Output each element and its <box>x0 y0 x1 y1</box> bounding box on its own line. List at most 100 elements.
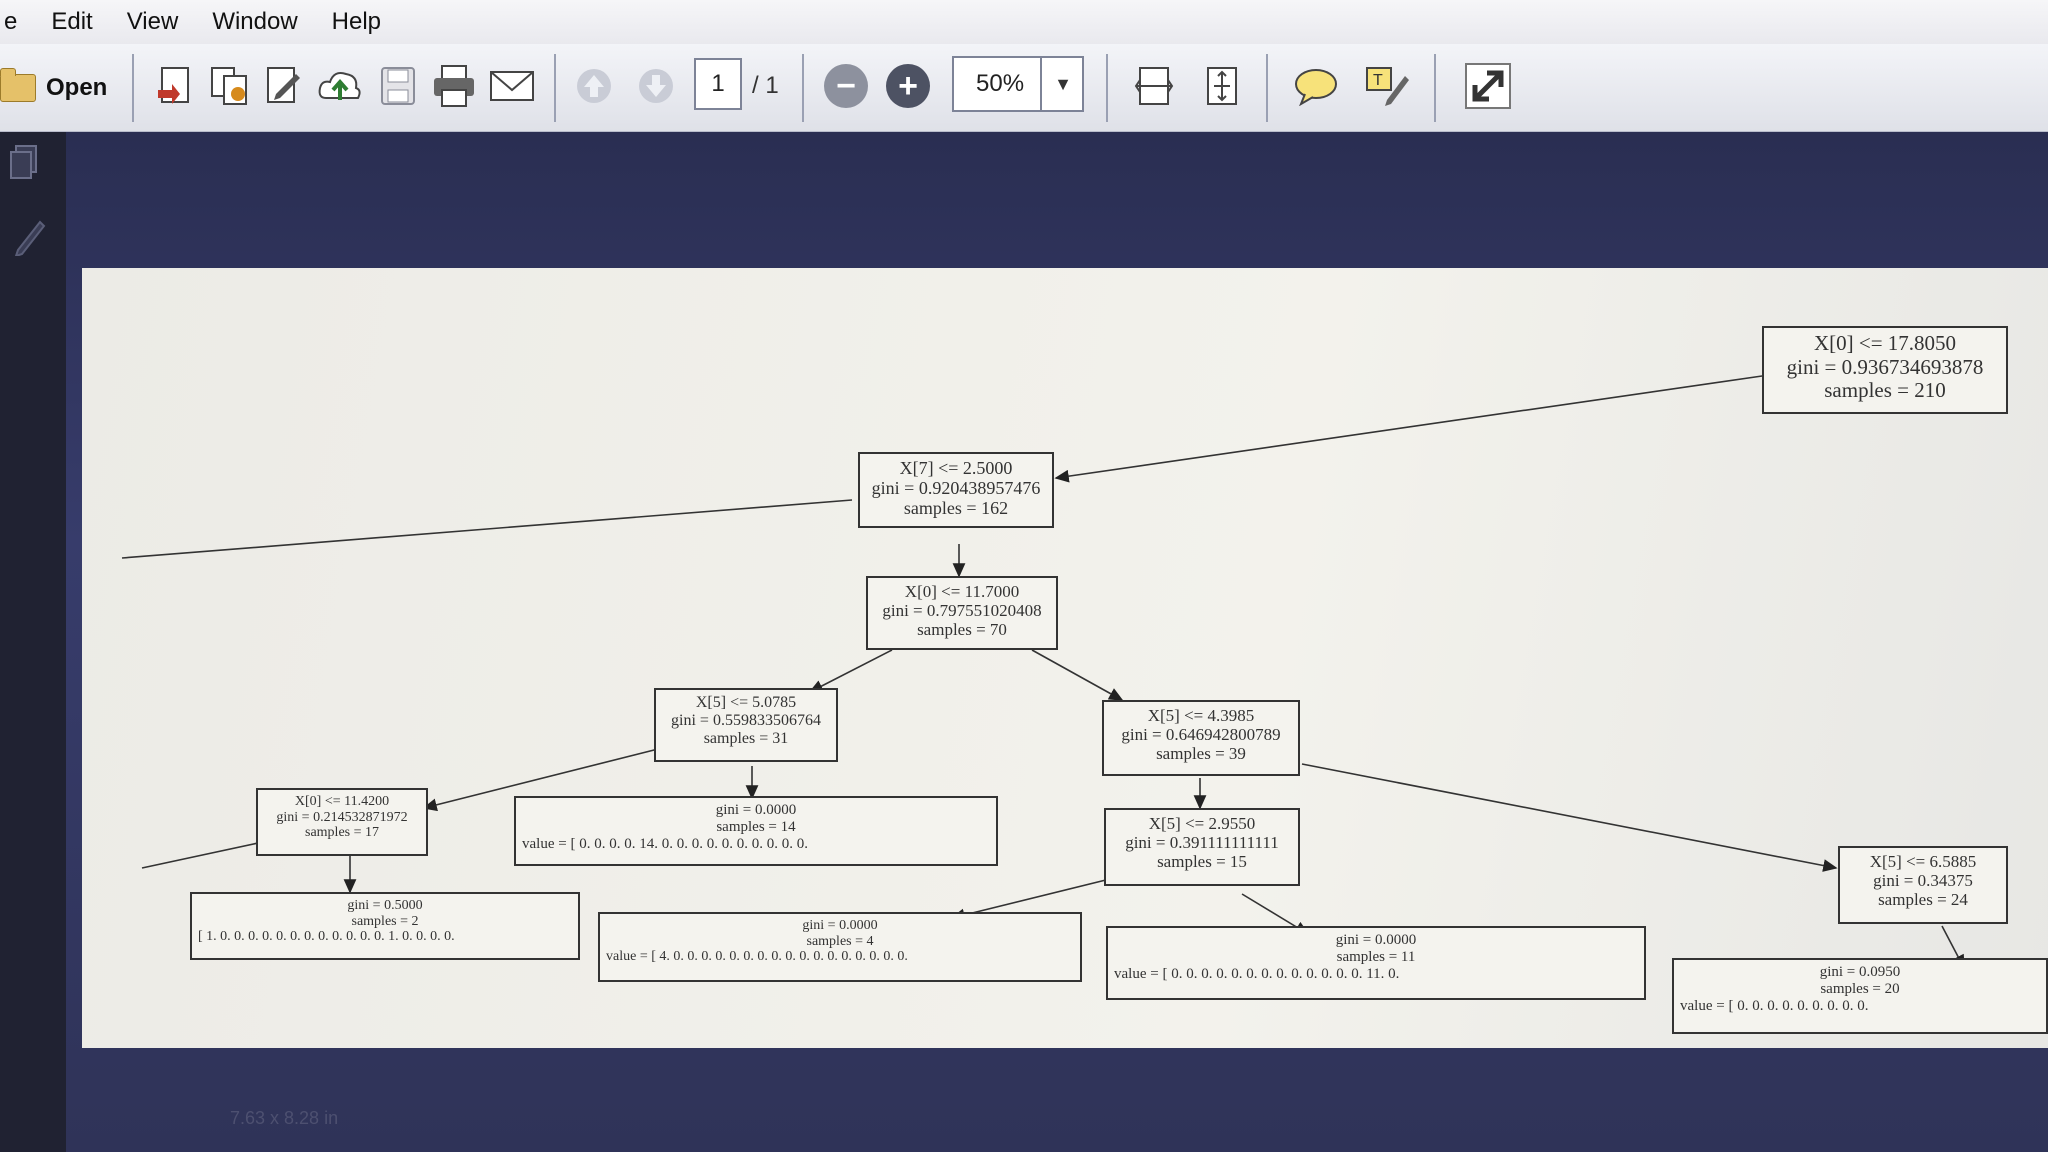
folder-icon <box>0 68 36 102</box>
next-page-button[interactable] <box>630 60 682 112</box>
create-pdf-button[interactable] <box>150 60 202 112</box>
tree-node-n6: gini = 0.0000 samples = 14 value = [ 0. … <box>514 796 998 866</box>
edge-n2-n4 <box>1031 649 1124 701</box>
open-label: Open <box>46 74 108 101</box>
edge-n7-n10 <box>950 875 1123 922</box>
envelope-icon <box>490 71 534 101</box>
node-gini: gini = 0.0000 <box>1335 932 1417 948</box>
node-samples: samples = 4 <box>806 933 874 949</box>
toolbar-separator <box>1266 54 1268 122</box>
menu-view[interactable]: View <box>126 8 179 35</box>
node-split: X[0] <= 11.7000 <box>904 582 1020 601</box>
tree-edges <box>121 375 1965 970</box>
pages-panel-button[interactable] <box>8 144 40 189</box>
email-button[interactable] <box>486 60 538 112</box>
node-value: value = [ 0. 0. 0. 0. 14. 0. 0. 0. 0. 0.… <box>522 835 808 852</box>
node-gini: gini = 0.214532871972 <box>276 809 408 825</box>
node-samples: samples = 70 <box>917 620 1007 640</box>
tree-node-n8: X[5] <= 6.5885 gini = 0.34375 samples = … <box>1838 846 2008 924</box>
pen-icon <box>14 220 46 258</box>
node-gini: gini = 0.5000 <box>347 898 423 913</box>
cloud-upload-icon <box>318 72 361 100</box>
printer-icon <box>434 65 474 107</box>
combine-files-button[interactable] <box>204 60 256 112</box>
toolbar-separator <box>1106 54 1108 122</box>
edit-document-icon <box>267 67 300 103</box>
highlight-text-button[interactable]: T <box>1362 60 1414 112</box>
node-gini: gini = 0.0950 <box>1819 964 1901 980</box>
node-samples: samples = 17 <box>305 825 379 841</box>
toolbar-separator <box>802 54 804 122</box>
tree-node-root: X[0] <= 17.8050 gini = 0.936734693878 sa… <box>1762 326 2008 414</box>
tree-node-n3: X[5] <= 5.0785 gini = 0.559833506764 sam… <box>654 688 838 762</box>
node-samples: samples = 31 <box>703 729 789 747</box>
previous-page-button[interactable] <box>568 60 620 112</box>
node-value: value = [ 0. 0. 0. 0. 0. 0. 0. 0. 0. <box>1680 997 1869 1014</box>
menu-help[interactable]: Help <box>331 8 382 35</box>
toolbar-separator <box>132 54 134 122</box>
menu-edit[interactable]: Edit <box>51 8 93 35</box>
tree-node-n11: gini = 0.0000 samples = 11 value = [ 0. … <box>1106 926 1646 1000</box>
toolbar-separator <box>1434 54 1436 122</box>
node-samples: samples = 14 <box>716 818 796 835</box>
node-gini: gini = 0.0000 <box>802 918 878 933</box>
page-total-label: / 1 <box>752 72 779 99</box>
minus-icon: − <box>824 64 868 108</box>
node-gini: gini = 0.797551020408 <box>882 601 1042 621</box>
print-button[interactable] <box>428 60 480 112</box>
tree-node-n7: X[5] <= 2.9550 gini = 0.391111111111 sam… <box>1104 808 1300 886</box>
node-split: X[5] <= 6.5885 <box>1869 852 1977 871</box>
signatures-panel-button[interactable] <box>14 216 46 261</box>
svg-text:T: T <box>1373 72 1383 89</box>
tree-node-n2: X[0] <= 11.7000 gini = 0.797551020408 sa… <box>866 576 1058 650</box>
node-split: X[0] <= 11.4200 <box>294 794 390 809</box>
highlight-pen-icon: T <box>1366 67 1409 106</box>
zoom-out-button[interactable]: − <box>820 60 872 112</box>
tree-node-n12: gini = 0.0950 samples = 20 value = [ 0. … <box>1672 958 2048 1034</box>
node-gini: gini = 0.936734693878 <box>1786 354 1984 379</box>
fit-page-button[interactable] <box>1196 60 1248 112</box>
comment-button[interactable] <box>1290 60 1342 112</box>
save-disk-icon <box>381 67 415 105</box>
save-button[interactable] <box>372 60 424 112</box>
menu-window[interactable]: Window <box>212 8 298 35</box>
node-samples: samples = 15 <box>1157 852 1247 872</box>
tree-node-n9: gini = 0.5000 samples = 2 [ 1. 0. 0. 0. … <box>190 892 580 960</box>
tree-node-n1: X[7] <= 2.5000 gini = 0.920438957476 sam… <box>858 452 1054 528</box>
upload-button[interactable] <box>314 60 366 112</box>
page-number-input[interactable]: 1 <box>694 58 742 110</box>
edge-n2-n3 <box>808 649 893 693</box>
node-split: X[5] <= 4.3985 <box>1147 706 1255 725</box>
node-samples: samples = 11 <box>1336 948 1416 965</box>
node-samples: samples = 39 <box>1156 744 1246 764</box>
edge-root-n1 <box>1054 375 1763 483</box>
toolbar-separator <box>554 54 556 122</box>
menu-bar: e Edit View Window Help <box>0 0 2048 44</box>
document-page: X[0] <= 17.8050 gini = 0.936734693878 sa… <box>82 268 2048 1048</box>
menu-file[interactable]: e <box>4 8 18 35</box>
fit-width-button[interactable] <box>1128 60 1180 112</box>
zoom-in-button[interactable]: + <box>882 60 934 112</box>
edge-n1-offscreen <box>121 499 853 559</box>
node-split: X[5] <= 2.9550 <box>1148 814 1256 833</box>
node-gini: gini = 0.391111111111 <box>1125 833 1279 853</box>
zoom-level-select[interactable]: 50% <box>952 56 1084 112</box>
fit-width-icon <box>1134 67 1174 105</box>
arrow-down-icon <box>639 69 673 103</box>
combine-files-icon <box>211 67 247 105</box>
node-value: value = [ 0. 0. 0. 0. 0. 0. 0. 0. 0. 0. … <box>1114 965 1400 982</box>
node-samples: samples = 24 <box>1878 890 1968 910</box>
node-samples: samples = 20 <box>1820 980 1900 997</box>
chevron-down-icon: ▼ <box>1054 73 1072 94</box>
node-samples: samples = 2 <box>351 913 419 929</box>
fit-page-icon <box>1207 67 1237 105</box>
edit-pdf-button[interactable] <box>258 60 310 112</box>
node-split: X[7] <= 2.5000 <box>899 458 1013 478</box>
full-screen-button[interactable] <box>1462 60 1514 112</box>
open-button[interactable]: Open <box>0 64 120 112</box>
zoom-dropdown-button[interactable]: ▼ <box>1040 56 1084 112</box>
toolbar: Open 1 / 1 − + 50% ▼ <box>0 44 2048 132</box>
node-gini: gini = 0.0000 <box>715 802 797 818</box>
plus-icon: + <box>886 64 930 108</box>
node-split: X[0] <= 17.8050 <box>1813 331 1957 355</box>
